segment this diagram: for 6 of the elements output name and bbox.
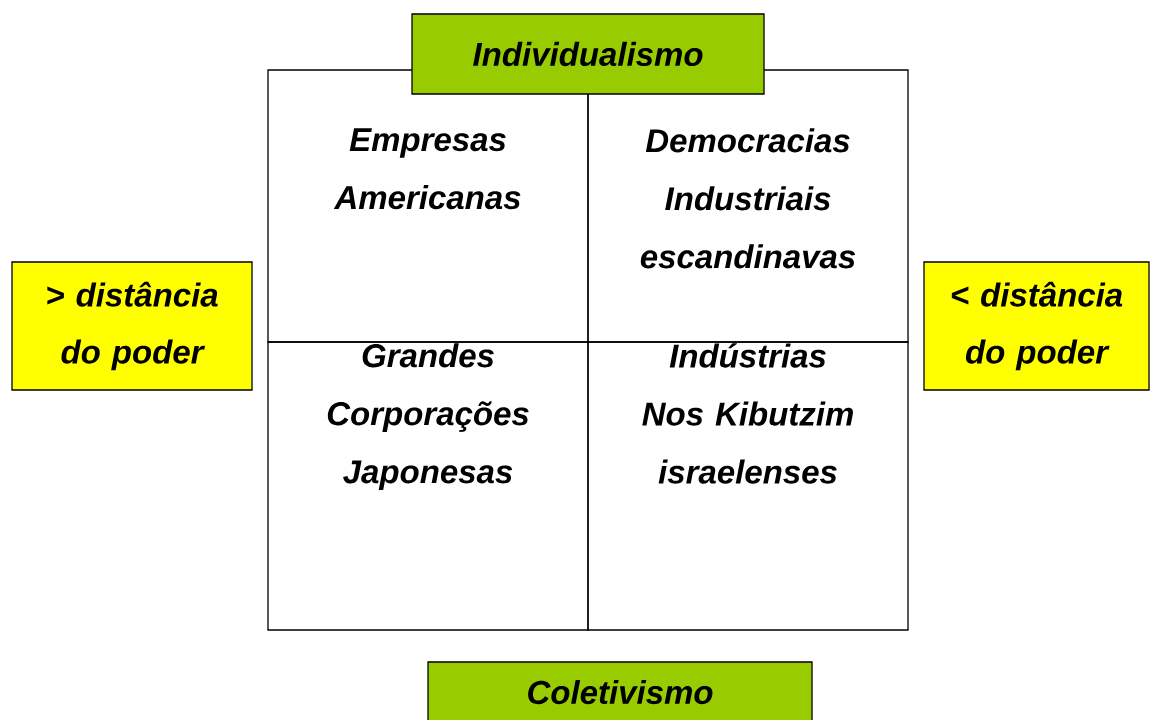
label-box: > distância do poder: [11, 261, 253, 391]
label-box: Individualismo: [411, 13, 765, 95]
grid-cell: Grandes Corporações Japonesas: [267, 341, 589, 631]
label-box: < distância do poder: [923, 261, 1150, 391]
label-box: Coletivismo: [427, 661, 813, 720]
grid-cell: Indústrias Nos Kibutzim israelenses: [587, 341, 909, 631]
